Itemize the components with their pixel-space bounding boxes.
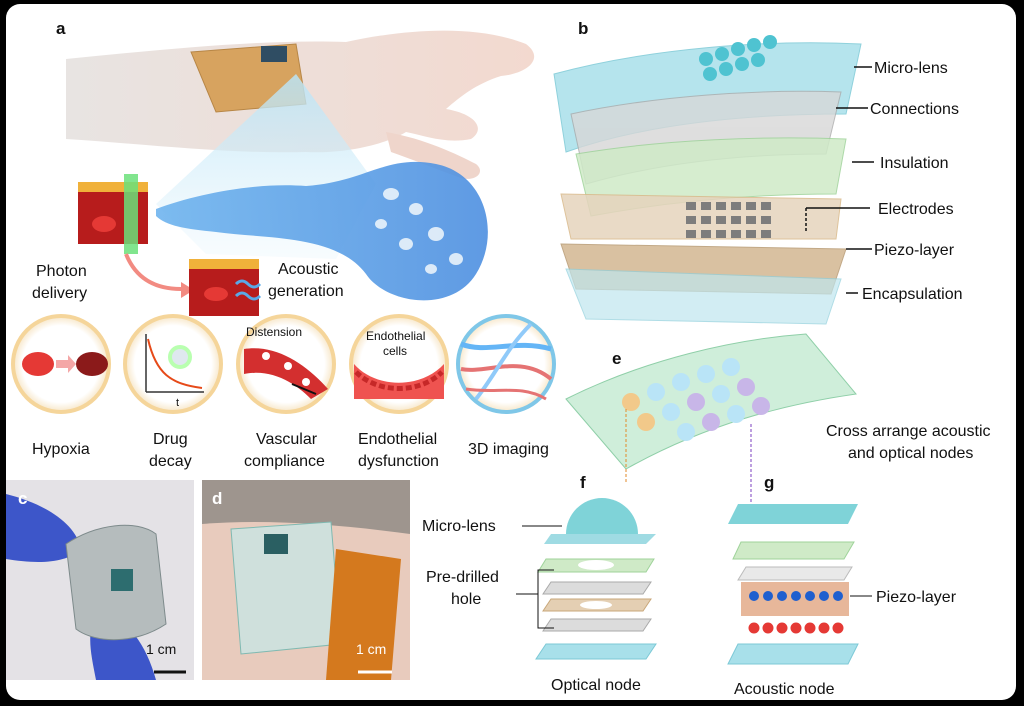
vessel-cells (375, 188, 463, 274)
app-circle-vascular-compliance: Distension (236, 314, 336, 414)
panel-d: d 1 cm (202, 480, 410, 680)
app-circle-drug-decay: t (123, 314, 223, 414)
label-electrodes: Electrodes (878, 201, 954, 218)
arrow-head (181, 282, 194, 298)
panel-label-a: a (56, 19, 66, 38)
flex-cable (326, 549, 401, 680)
figure-canvas: a P (6, 4, 1016, 700)
panel-label-d: d (212, 489, 222, 508)
label-encapsulation: Encapsulation (862, 286, 963, 303)
patch-array (111, 569, 133, 591)
panel-label-b: b (578, 19, 588, 38)
label-compliance: compliance (244, 453, 325, 470)
label-decay: decay (149, 453, 192, 470)
wrist-patch-array (261, 46, 287, 62)
label-endothelial: Endothelial (358, 431, 437, 448)
label-connections: Connections (870, 101, 959, 118)
layer-labels: Micro-lens Connections Insulation Electr… (862, 60, 963, 303)
label-g-piezo: Piezo-layer (876, 589, 957, 606)
curved-array (565, 333, 857, 470)
panel-label-f: f (580, 473, 586, 492)
tissue-block-after (189, 259, 262, 316)
label-3d-imaging: 3D imaging (468, 441, 549, 458)
acoustic-layer-2 (732, 541, 855, 560)
acoustic-layer-bottom (727, 643, 859, 665)
panel-b: b Micro-lens Connections Insulation Elec… (553, 19, 963, 325)
label-optical-node: Optical node (551, 677, 641, 694)
electrode-grid (686, 202, 771, 238)
optical-lens-base (544, 534, 656, 544)
thumb (386, 132, 481, 179)
panel-c: c 1 cm (6, 480, 194, 680)
acoustic-generation-label: Acoustic generation (268, 261, 344, 300)
piezo-negative-charges (747, 621, 845, 635)
app-circle-hypoxia (11, 314, 111, 414)
label-micro-lens: Micro-lens (874, 60, 948, 77)
label-f-pre-drilled: Pre-drilled (426, 569, 499, 586)
label-hypoxia: Hypoxia (32, 441, 90, 458)
svg-text:Distension: Distension (246, 325, 302, 339)
scale-d: 1 cm (356, 641, 386, 657)
micro-lens-array (699, 35, 777, 81)
label-piezo-layer: Piezo-layer (874, 242, 955, 259)
acoustic-layer-3 (737, 566, 853, 581)
panel-f: f Micro-lens Pre-drilled hole Optical no… (422, 473, 657, 694)
optical-layer-2 (542, 581, 652, 595)
panel-label-e: e (612, 349, 621, 368)
label-f-hole: hole (451, 591, 481, 608)
optical-micro-lens (566, 498, 638, 534)
blood-vessel (156, 161, 488, 301)
label-insulation: Insulation (880, 155, 949, 172)
node-grid (622, 358, 770, 441)
tissue-block-before (78, 174, 148, 254)
app-circle-3d-imaging (456, 314, 556, 414)
panel-e: e Cross arrange acoustic and optical nod… (565, 333, 995, 504)
glove-thumb (6, 494, 81, 562)
label-f-micro-lens: Micro-lens (422, 518, 496, 535)
panel-label-c: c (18, 489, 27, 508)
label-acoustic-node: Acoustic node (734, 681, 835, 698)
label-dysfunction: dysfunction (358, 453, 439, 470)
optical-layer-4 (542, 618, 652, 632)
bracket-hole (537, 569, 554, 629)
photon-delivery-label: Photon delivery (32, 263, 91, 302)
patch-array-d (264, 534, 288, 554)
label-vascular: Vascular (256, 431, 318, 448)
scale-c: 1 cm (146, 641, 176, 657)
piezo-positive-charges (749, 591, 843, 601)
svg-text:t: t (176, 397, 179, 409)
figure-svg: a P (6, 19, 995, 698)
application-labels: Hypoxia Drug decay Vascular compliance E… (32, 431, 549, 470)
layer-pointers (805, 66, 874, 294)
acoustic-layer-top (728, 504, 858, 524)
green-light-beam (124, 174, 138, 254)
panel-label-g: g (764, 473, 774, 492)
arrow-path (124, 253, 182, 291)
panel-g: g Piezo-layer Acoustic node (727, 473, 957, 698)
optical-layer-5 (535, 643, 657, 660)
label-drug: Drug (153, 431, 188, 448)
layer-encapsulation (565, 268, 842, 325)
panel-a: a P (11, 19, 556, 470)
cross-arrange-caption: Cross arrange acoustic and optical nodes (826, 423, 995, 462)
